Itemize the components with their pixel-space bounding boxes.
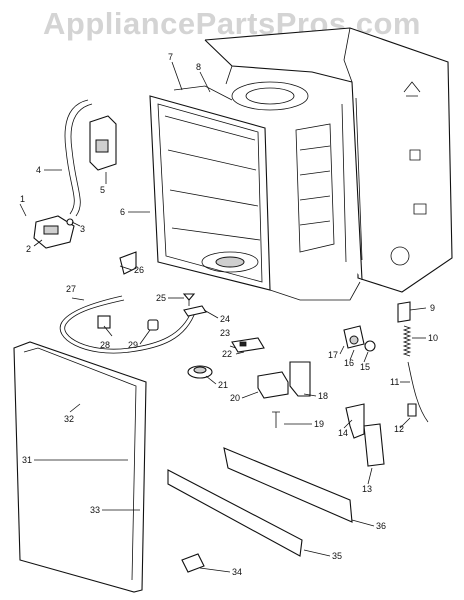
callout-32: 32 [64,414,74,424]
part-19-bolt [272,411,280,428]
door-side-trim [13,341,147,593]
callout-9: 9 [430,303,435,313]
part-12-pin [407,403,417,417]
part-36-toe-panel [223,447,353,523]
part-15-seal [364,340,376,352]
callout-21: 21 [218,380,228,390]
callout-7: 7 [168,52,173,62]
fill-hose [64,99,93,217]
callout-28: 28 [100,340,110,350]
part-29-clamp [147,319,159,331]
callout-17: 17 [328,350,338,360]
callout-35: 35 [332,551,342,561]
callout-33: 33 [90,505,100,515]
callout-8: 8 [196,62,201,72]
callout-26: 26 [134,265,144,275]
callout-5: 5 [100,185,105,195]
leader-lines [19,61,427,573]
callout-12: 12 [394,424,404,434]
callout-27: 27 [66,284,76,294]
callout-4: 4 [36,165,41,175]
callout-24: 24 [220,314,230,324]
part-10-spring [402,325,412,357]
callout-6: 6 [120,207,125,217]
part-23-switch [231,337,265,353]
callout-1: 1 [20,194,25,204]
callout-3: 3 [80,224,85,234]
callout-36: 36 [376,521,386,531]
part-17-pump [343,325,365,349]
callout-25: 25 [156,293,166,303]
part-14-hinge-arm [345,403,365,439]
callout-10: 10 [428,333,438,343]
inlet-bracket [89,115,117,171]
drain-hose [59,295,197,354]
callout-18: 18 [318,391,328,401]
tub-front-frame [149,85,361,301]
callout-19: 19 [314,419,324,429]
part-11-cable [407,361,429,423]
water-valve [33,215,75,249]
part-13-hinge-block [363,423,385,467]
callout-34: 34 [232,567,242,577]
callout-11: 11 [390,377,399,387]
callout-23: 23 [220,328,230,338]
callout-22: 22 [222,349,232,359]
part-26-bracket [119,251,137,275]
part-9-hinge [397,301,411,323]
callout-16: 16 [344,358,354,368]
callout-13: 13 [362,484,372,494]
part-25-screw [182,293,196,306]
part-21-motor [187,365,213,379]
callout-2: 2 [26,244,31,254]
callout-29: 29 [128,340,138,350]
part-34-handle [181,553,205,573]
callout-15: 15 [360,362,370,372]
part-18-bracket [289,361,311,397]
callout-14: 14 [338,428,348,438]
tub-shell [204,27,453,293]
part-28-clamp [97,315,111,329]
callout-31: 31 [22,455,32,465]
part-35-kick-plate [167,469,303,557]
part-20-heater-box [257,371,289,399]
part-24-clip [183,305,207,317]
callout-20: 20 [230,393,240,403]
